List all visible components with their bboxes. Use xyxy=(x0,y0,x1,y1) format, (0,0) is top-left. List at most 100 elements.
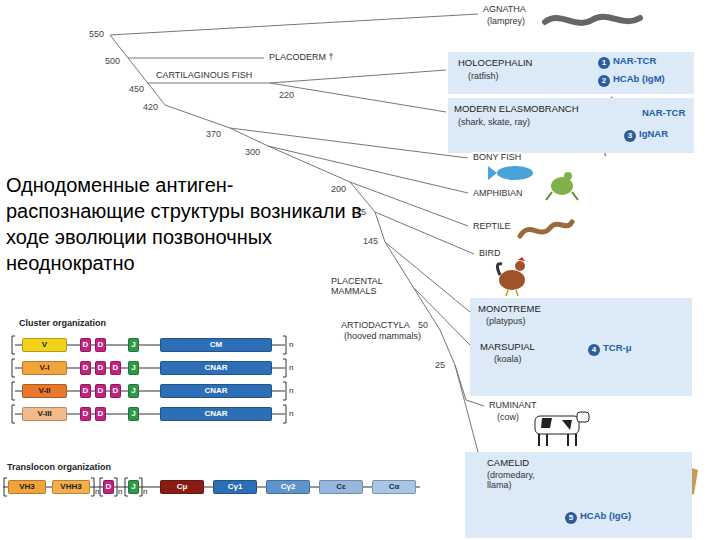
segment-label: Cε xyxy=(336,483,346,491)
taxon-panel: MONOTREME(platypus)MARSUPIAL(koala)4TCR-… xyxy=(470,298,692,396)
gene-segment: Cγ1 xyxy=(213,480,257,494)
taxon-label: PLACODERM † xyxy=(268,52,335,62)
receptor-name: NAR-TCR xyxy=(613,56,656,67)
gene-segment: VH3 xyxy=(8,480,46,494)
segment-label: V-II xyxy=(38,387,50,395)
segment-label: D xyxy=(83,387,89,395)
taxon-label: PLACENTAL MAMMALS xyxy=(330,276,402,297)
segment-label: VHH3 xyxy=(60,483,81,491)
gene-segment: J xyxy=(128,384,139,398)
taxon-label: BIRD xyxy=(478,248,502,258)
repeat-index: n xyxy=(289,340,293,349)
receptor-name: HCAb (IgM) xyxy=(613,74,665,85)
gene-line xyxy=(12,336,15,354)
segment-label: D xyxy=(113,364,119,372)
gene-line xyxy=(283,359,286,377)
segment-label: D xyxy=(83,410,89,418)
taxon-name: MARSUPIAL xyxy=(480,342,535,353)
receptor-name: IgNAR xyxy=(639,129,668,140)
time-mya: 550 xyxy=(88,29,105,39)
segment-label: D xyxy=(98,387,104,395)
gene-line xyxy=(283,336,286,354)
bony-fish-figure xyxy=(497,166,533,180)
taxon-label: ARTIODACTYLA xyxy=(340,320,411,330)
tree-line xyxy=(375,212,474,254)
callout-number: 3 xyxy=(624,130,636,142)
taxon-name: CAMELID xyxy=(487,458,529,469)
gene-segment: J xyxy=(128,361,139,375)
receptor-name: NAR-TCR xyxy=(642,108,685,119)
gene-segment: CNAR xyxy=(160,407,272,421)
segment-label: J xyxy=(131,387,135,395)
taxon-label: BONY FISH xyxy=(472,152,522,162)
segment-label: Cγ1 xyxy=(228,483,243,491)
segment-label: D xyxy=(98,364,104,372)
gene-segment: V-I xyxy=(22,361,67,375)
time-mya: 50 xyxy=(417,320,429,330)
segment-label: VH3 xyxy=(19,483,35,491)
gene-segment: D xyxy=(80,361,91,375)
tree-line xyxy=(270,83,446,112)
gene-line xyxy=(283,382,286,400)
taxon-name: MODERN ELASMOBRANCH xyxy=(454,104,579,115)
taxon-label: AMPHIBIAN xyxy=(472,188,524,198)
gene-line xyxy=(12,405,15,423)
rooster-figure xyxy=(499,270,525,290)
cow-figure xyxy=(541,418,572,430)
frog-figure xyxy=(551,177,573,195)
gene-segment: Cα xyxy=(372,480,416,494)
segment-label: Cμ xyxy=(177,483,188,491)
receptor-name: HCAb (IgG) xyxy=(580,511,631,522)
gene-segment: D xyxy=(95,384,106,398)
repeat-index: n xyxy=(289,386,293,395)
gene-line xyxy=(91,478,94,496)
time-mya: 220 xyxy=(278,90,295,100)
segment-label: Cγ2 xyxy=(281,483,296,491)
gene-segment: VHH3 xyxy=(52,480,90,494)
gene-segment: D xyxy=(80,407,91,421)
time-mya: 500 xyxy=(104,56,121,66)
gene-segment: D xyxy=(95,361,106,375)
gene-segment: D xyxy=(110,361,121,375)
gene-line xyxy=(4,478,7,496)
note-text: Однодоменные антиген- распознающие струк… xyxy=(6,172,366,276)
bony-fish-figure xyxy=(488,166,533,180)
taxon-label: (cow) xyxy=(496,412,520,422)
time-mya: 450 xyxy=(128,84,145,94)
taxon-label: RUMINANT xyxy=(488,400,538,410)
segment-label: V xyxy=(42,341,47,349)
section-heading: Cluster organization xyxy=(18,318,107,328)
taxon-panel: CAMELID(dromedary, llama)5HCAb (IgG) xyxy=(465,452,692,538)
lamprey-figure xyxy=(545,17,640,23)
gene-segment: V-III xyxy=(22,407,67,421)
segment-label: CNAR xyxy=(204,387,227,395)
segment-label: CNAR xyxy=(204,364,227,372)
time-mya: 420 xyxy=(142,102,159,112)
tree-line xyxy=(268,146,468,193)
gene-line xyxy=(283,405,286,423)
gene-segment: Cγ2 xyxy=(266,480,310,494)
frog-figure xyxy=(546,172,578,200)
time-mya: 145 xyxy=(362,236,379,246)
gene-segment: D xyxy=(95,407,106,421)
cow-figure xyxy=(539,434,576,446)
taxon-label: (lamprey) xyxy=(486,16,526,26)
segment-label: Cα xyxy=(389,483,400,491)
frog-figure xyxy=(564,172,572,180)
species-name: (shark, skate, ray) xyxy=(458,117,530,127)
gene-segment: CM xyxy=(160,338,272,352)
taxon-name: MONOTREME xyxy=(478,304,541,315)
cow-figure xyxy=(535,416,579,434)
gene-segment: D xyxy=(103,480,114,494)
gene-segment: V xyxy=(22,338,67,352)
species-name: (platypus) xyxy=(486,316,526,326)
callout-number: 1 xyxy=(598,57,610,69)
tree-line xyxy=(350,182,468,226)
gene-segment: J xyxy=(128,480,139,494)
segment-label: D xyxy=(83,364,89,372)
cow-figure xyxy=(535,412,589,446)
repeat-index: n xyxy=(118,487,122,496)
lamprey-figure xyxy=(545,17,640,23)
gene-line xyxy=(139,478,142,496)
